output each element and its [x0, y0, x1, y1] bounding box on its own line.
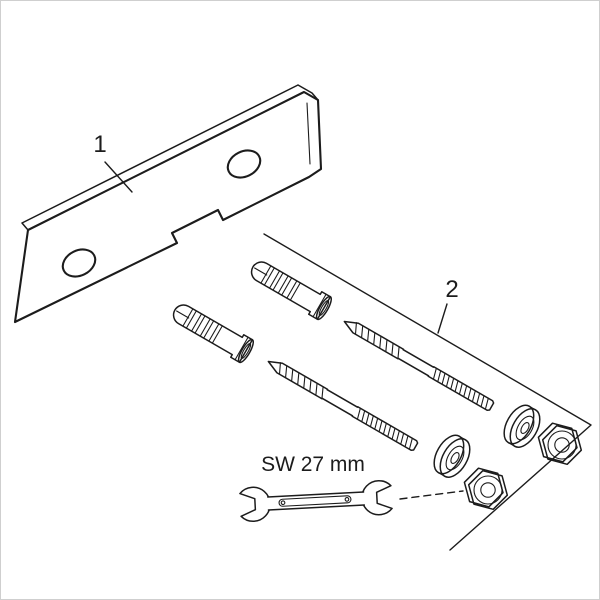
wrench-size-label: SW 27 mm: [261, 453, 365, 476]
mounting-plate-bend-line: [306, 102, 311, 165]
wrench-handle: [266, 491, 366, 511]
mounting-plate-outline: [13, 90, 323, 324]
mounting-plate-top-edge: [21, 84, 319, 231]
fixing-screw-2: [264, 355, 420, 453]
mounting-plate: [13, 84, 323, 324]
wrench-handle-dimple-right: [344, 497, 350, 502]
callout-2-leader-line: [437, 303, 448, 334]
wrench-to-nut-dashed-line: [399, 490, 464, 500]
washer-2: [427, 429, 477, 483]
plate-hole-right: [226, 149, 262, 179]
hex-nut-2: [463, 467, 509, 511]
wall-anchor-2: [167, 297, 257, 366]
callout-2-bracket: [263, 233, 592, 551]
callout-1-label: 1: [93, 131, 106, 158]
plate-hole-left: [61, 248, 97, 278]
wrench-handle-dimple-left: [280, 500, 286, 506]
callout-2-label: 2: [445, 276, 458, 303]
hex-nut-1: [537, 422, 583, 466]
wrench-handle-recess: [278, 495, 352, 507]
wall-anchor-1: [245, 254, 335, 323]
open-end-wrench: [239, 479, 393, 523]
callout-1-leader-line: [104, 161, 133, 193]
fixing-screw-1: [340, 315, 496, 413]
washer-1: [497, 399, 547, 453]
